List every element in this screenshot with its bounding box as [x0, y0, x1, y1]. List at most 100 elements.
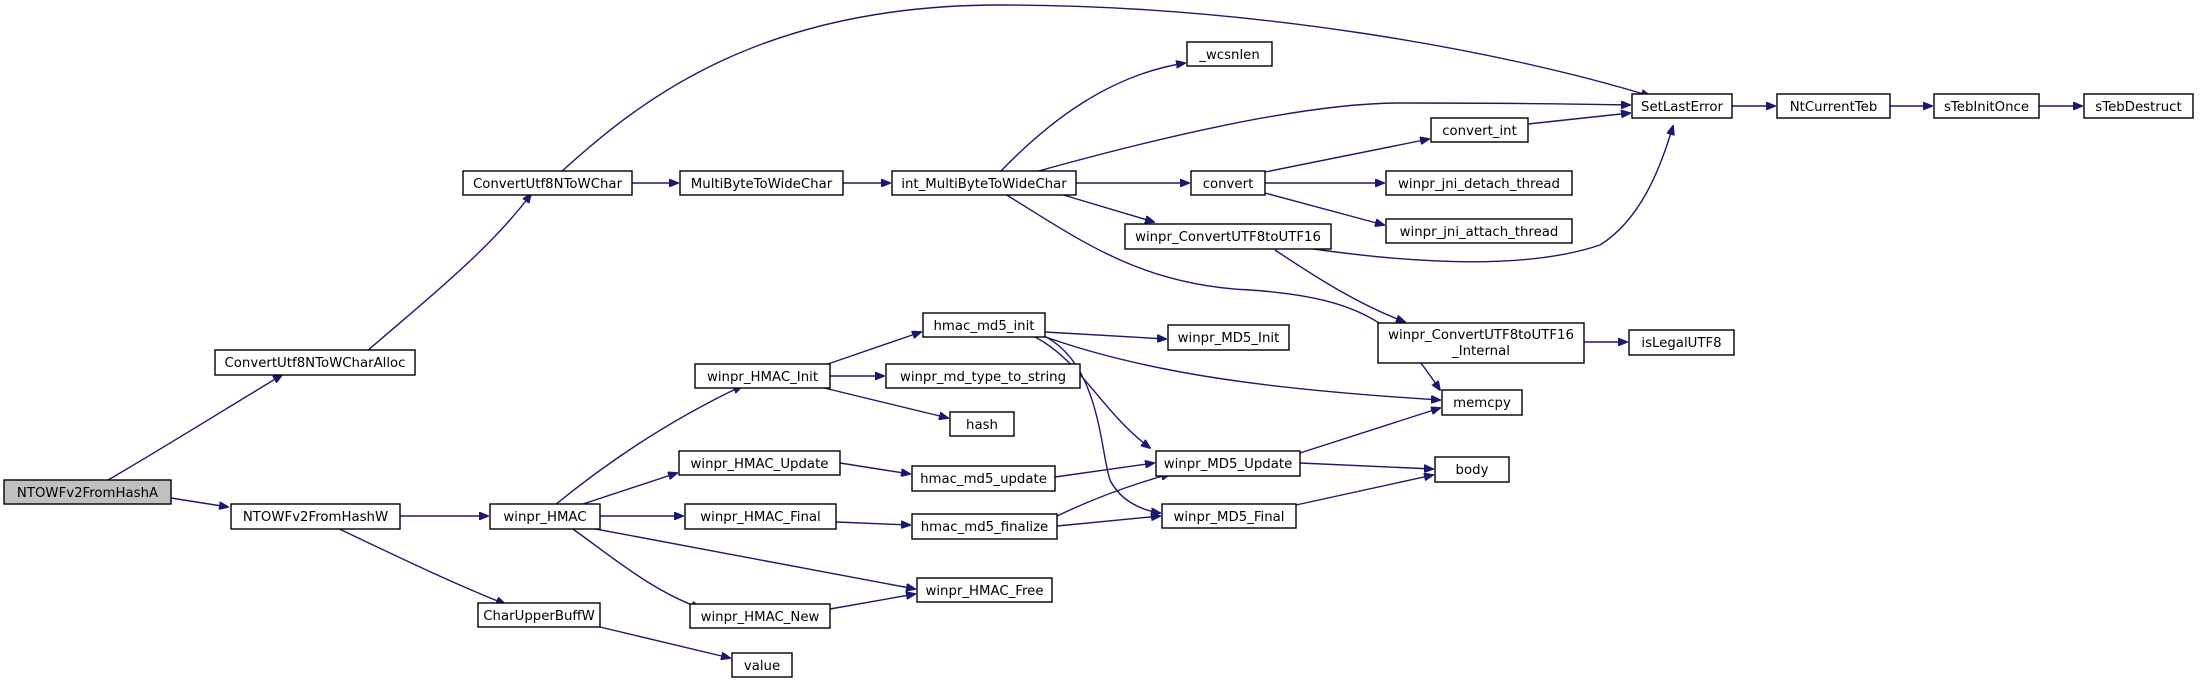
node-label: winpr_md_type_to_string — [900, 370, 1066, 385]
edge-winprhmacinit-to-hmacmd5init — [824, 332, 921, 366]
node-convertutf8ntowchar[interactable]: ConvertUtf8NToWChar — [462, 170, 633, 196]
edge-intmultibytetowidechar-to-wcsnlen — [999, 63, 1185, 173]
node-stebinitonce[interactable]: sTebInitOnce — [1933, 93, 2040, 119]
edge-convertutf8ntowcharalloc-to-convertutf8ntowchar — [365, 194, 531, 353]
edge-convertutf8ntowchar-to-setlasterror — [559, 4, 1650, 174]
node-winprhmacfinal[interactable]: winpr_HMAC_Final — [684, 503, 837, 530]
node-label: NTOWFv2FromHashA — [17, 486, 158, 501]
node-stebdestruct[interactable]: sTebDestruct — [2083, 93, 2194, 119]
edges — [107, 4, 2082, 658]
node-convertint[interactable]: convert_int — [1430, 117, 1529, 143]
node-winprmd5update[interactable]: winpr_MD5_Update — [1155, 450, 1301, 477]
edge-hmacmd5finalize-to-winprmd5final — [1056, 516, 1160, 527]
node-winprmd5init[interactable]: winpr_MD5_Init — [1167, 324, 1290, 351]
node-islegalutf8[interactable]: isLegalUTF8 — [1628, 329, 1735, 356]
node-label: winpr_MD5_Final — [1173, 510, 1284, 525]
edge-hmacmd5init-to-winprmd5update — [1034, 336, 1150, 448]
edge-intmultibytetowidechar-to-winprconvertutf8toutf16 — [1059, 193, 1154, 222]
node-memcpy[interactable]: memcpy — [1441, 389, 1523, 416]
node-label: NTOWFv2FromHashW — [243, 510, 388, 525]
node-label: winpr_MD5_Init — [1178, 331, 1280, 346]
node-label: CharUpperBuffW — [483, 609, 594, 624]
edge-charupperbuffw-to-value — [599, 626, 730, 658]
node-wcsnlen[interactable]: _wcsnlen — [1186, 41, 1273, 67]
node-label: ConvertUtf8NToWChar — [473, 177, 623, 192]
node-label: hmac_md5_update — [920, 472, 1047, 487]
node-label: int_MultiByteToWideChar — [901, 177, 1067, 192]
edge-winprmd5final-to-body — [1295, 475, 1433, 506]
node-setlasterror[interactable]: SetLastError — [1631, 93, 1733, 119]
node-winprmdtypetostring[interactable]: winpr_md_type_to_string — [885, 363, 1081, 389]
node-ntowfv2fromhasha[interactable]: NTOWFv2FromHashA — [3, 479, 172, 505]
node-label: hash — [966, 418, 998, 433]
node-label: winpr_HMAC — [503, 510, 586, 525]
node-label: sTebInitOnce — [1944, 100, 2029, 115]
edge-winprconvertutf8toutf16-to-setlasterror — [1299, 126, 1673, 263]
node-winprjnidetachthread[interactable]: winpr_jni_detach_thread — [1385, 170, 1573, 196]
edge-ntowfv2fromhasha-to-ntowfv2fromhashw — [170, 497, 228, 507]
node-label: convert — [1203, 177, 1254, 192]
edge-ntowfv2fromhashw-to-charupperbuffw — [334, 526, 505, 604]
edge-winprhmac-to-winprhmacnew — [569, 526, 700, 608]
node-body[interactable]: body — [1434, 456, 1510, 483]
nodes: NTOWFv2FromHashA ConvertUtf8NToWCharAllo… — [3, 41, 2194, 678]
edge-winprhmacfinal-to-hmacmd5finalize — [835, 522, 910, 525]
node-label: hmac_md5_finalize — [921, 520, 1049, 535]
edge-intmultibytetowidechar-to-setlasterror — [1034, 103, 1630, 173]
node-winprhmac[interactable]: winpr_HMAC — [489, 503, 601, 530]
node-label: value — [744, 659, 780, 674]
node-label: body — [1456, 463, 1489, 478]
edge-winprhmacupdate-to-hmacmd5update — [839, 462, 910, 474]
node-label: winpr_HMAC_Update — [691, 457, 829, 472]
node-winprhmacupdate[interactable]: winpr_HMAC_Update — [678, 450, 841, 476]
node-label: winpr_HMAC_Final — [700, 510, 820, 525]
node-label: sTebDestruct — [2095, 100, 2181, 115]
node-ntcurrentteb[interactable]: NtCurrentTeb — [1776, 93, 1891, 119]
node-label: MultiByteToWideChar — [691, 177, 833, 192]
edge-hmacmd5init-to-winprmd5init — [1044, 331, 1166, 339]
edge-convert-to-convertint — [1264, 139, 1429, 173]
edge-hmacmd5init-to-winprmd5final — [1039, 333, 1160, 513]
node-winprhmacinit[interactable]: winpr_HMAC_Init — [694, 363, 831, 389]
node-label: winpr_jni_attach_thread — [1400, 225, 1559, 240]
node-label: _wcsnlen — [1198, 48, 1260, 63]
edge-winprhmac-to-winprhmacinit — [554, 386, 742, 506]
node-convert[interactable]: convert — [1190, 170, 1266, 196]
node-label: ConvertUtf8NToWCharAlloc — [224, 356, 405, 371]
node-label-line1: winpr_ConvertUTF8toUTF16 — [1388, 328, 1574, 343]
edge-winprhmac-to-winprhmacupdate — [579, 473, 677, 506]
node-label: SetLastError — [1641, 100, 1723, 115]
node-label: isLegalUTF8 — [1641, 336, 1721, 351]
node-winprhmacnew[interactable]: winpr_HMAC_New — [689, 603, 831, 629]
node-winprhmacfree[interactable]: winpr_HMAC_Free — [916, 577, 1053, 603]
edge-hmacmd5finalize-to-winprmd5update — [1054, 474, 1170, 518]
node-label: memcpy — [1453, 396, 1511, 411]
node-hmacmd5finalize[interactable]: hmac_md5_finalize — [911, 513, 1058, 540]
node-label-line2: _Internal — [1451, 344, 1510, 359]
node-hmacmd5init[interactable]: hmac_md5_init — [922, 312, 1046, 338]
node-winprconvertutf8toutf16internal[interactable]: winpr_ConvertUTF8toUTF16 _Internal — [1377, 322, 1585, 364]
node-hmacmd5update[interactable]: hmac_md5_update — [911, 465, 1056, 492]
node-multibytetowidechar[interactable]: MultiByteToWideChar — [679, 170, 844, 196]
node-value[interactable]: value — [731, 652, 793, 678]
node-ntowfv2fromhashw[interactable]: NTOWFv2FromHashW — [230, 503, 401, 530]
edge-convert-to-winprjniattachthread — [1264, 192, 1384, 225]
node-hash[interactable]: hash — [949, 411, 1015, 437]
edge-winprconvertutf8toutf16-to-winprconvertutf8toutf16internal — [1274, 249, 1405, 322]
node-winprmd5final[interactable]: winpr_MD5_Final — [1161, 503, 1297, 529]
edge-winprmd5update-to-memcpy — [1299, 408, 1440, 454]
edge-hmacmd5update-to-winprmd5update — [1054, 463, 1154, 478]
edge-ntowfv2fromhasha-to-convertutf8ntowcharalloc — [107, 375, 282, 481]
edge-winprhmacinit-to-hash — [819, 386, 948, 418]
node-charupperbuffw[interactable]: CharUpperBuffW — [477, 602, 601, 628]
node-label: winpr_jni_detach_thread — [1398, 177, 1560, 192]
node-winprjniattachthread[interactable]: winpr_jni_attach_thread — [1385, 218, 1573, 244]
node-label: NtCurrentTeb — [1790, 100, 1878, 115]
node-convertutf8ntowcharalloc[interactable]: ConvertUtf8NToWCharAlloc — [214, 349, 416, 376]
edge-convertint-to-setlasterror — [1527, 113, 1630, 125]
node-winprconvertutf8toutf16[interactable]: winpr_ConvertUTF8toUTF16 — [1124, 223, 1332, 250]
node-intmultibytetowidechar[interactable]: int_MultiByteToWideChar — [891, 170, 1077, 196]
node-label: winpr_HMAC_Init — [707, 370, 818, 385]
node-label: winpr_HMAC_New — [701, 610, 820, 625]
